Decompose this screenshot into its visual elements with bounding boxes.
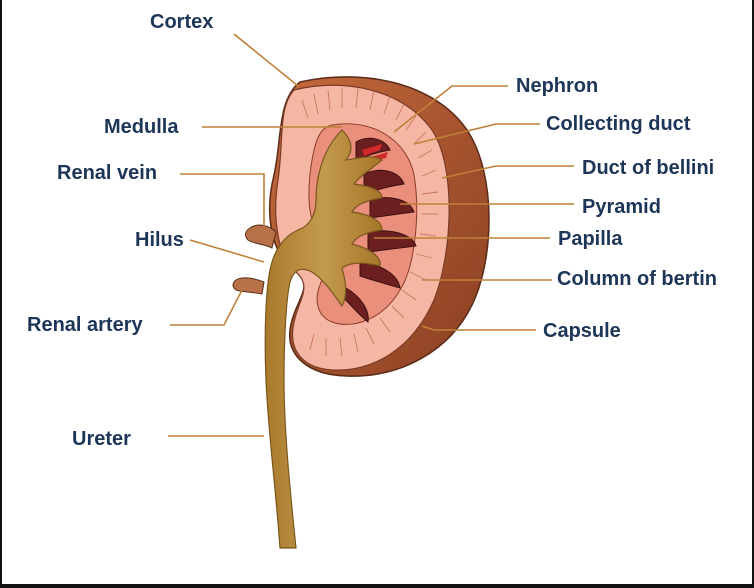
leader-lines xyxy=(168,33,574,437)
leader-collecting-duct xyxy=(413,123,540,145)
leader-capsule xyxy=(421,325,536,331)
label-ureter: Ureter xyxy=(72,428,131,450)
label-papilla: Papilla xyxy=(558,228,623,250)
label-collecting-duct: Collecting duct xyxy=(546,113,691,135)
label-capsule: Capsule xyxy=(543,320,621,342)
renal-artery xyxy=(232,277,265,295)
label-hilus: Hilus xyxy=(135,229,184,251)
leader-hilus xyxy=(189,239,265,263)
leader-renal-vein xyxy=(180,173,265,226)
cortex-striations xyxy=(301,87,439,357)
label-column-of-bertin: Column of bertin xyxy=(557,268,717,290)
label-medulla: Medulla xyxy=(104,116,179,138)
leader-renal-artery xyxy=(170,289,243,326)
label-pyramid: Pyramid xyxy=(582,196,661,218)
label-renal-vein: Renal vein xyxy=(57,162,158,184)
label-cortex: Cortex xyxy=(150,11,214,33)
leader-nephron xyxy=(393,85,508,133)
renal-vein xyxy=(245,224,277,249)
renal-pelvis-ureter xyxy=(264,129,383,549)
label-renal-artery: Renal artery xyxy=(27,314,143,336)
label-duct-of-bellini: Duct of bellini xyxy=(582,157,715,179)
label-nephron: Nephron xyxy=(516,75,599,97)
leader-duct-of-bellini xyxy=(441,165,574,179)
pyramids xyxy=(341,137,417,323)
leader-cortex xyxy=(233,33,299,87)
